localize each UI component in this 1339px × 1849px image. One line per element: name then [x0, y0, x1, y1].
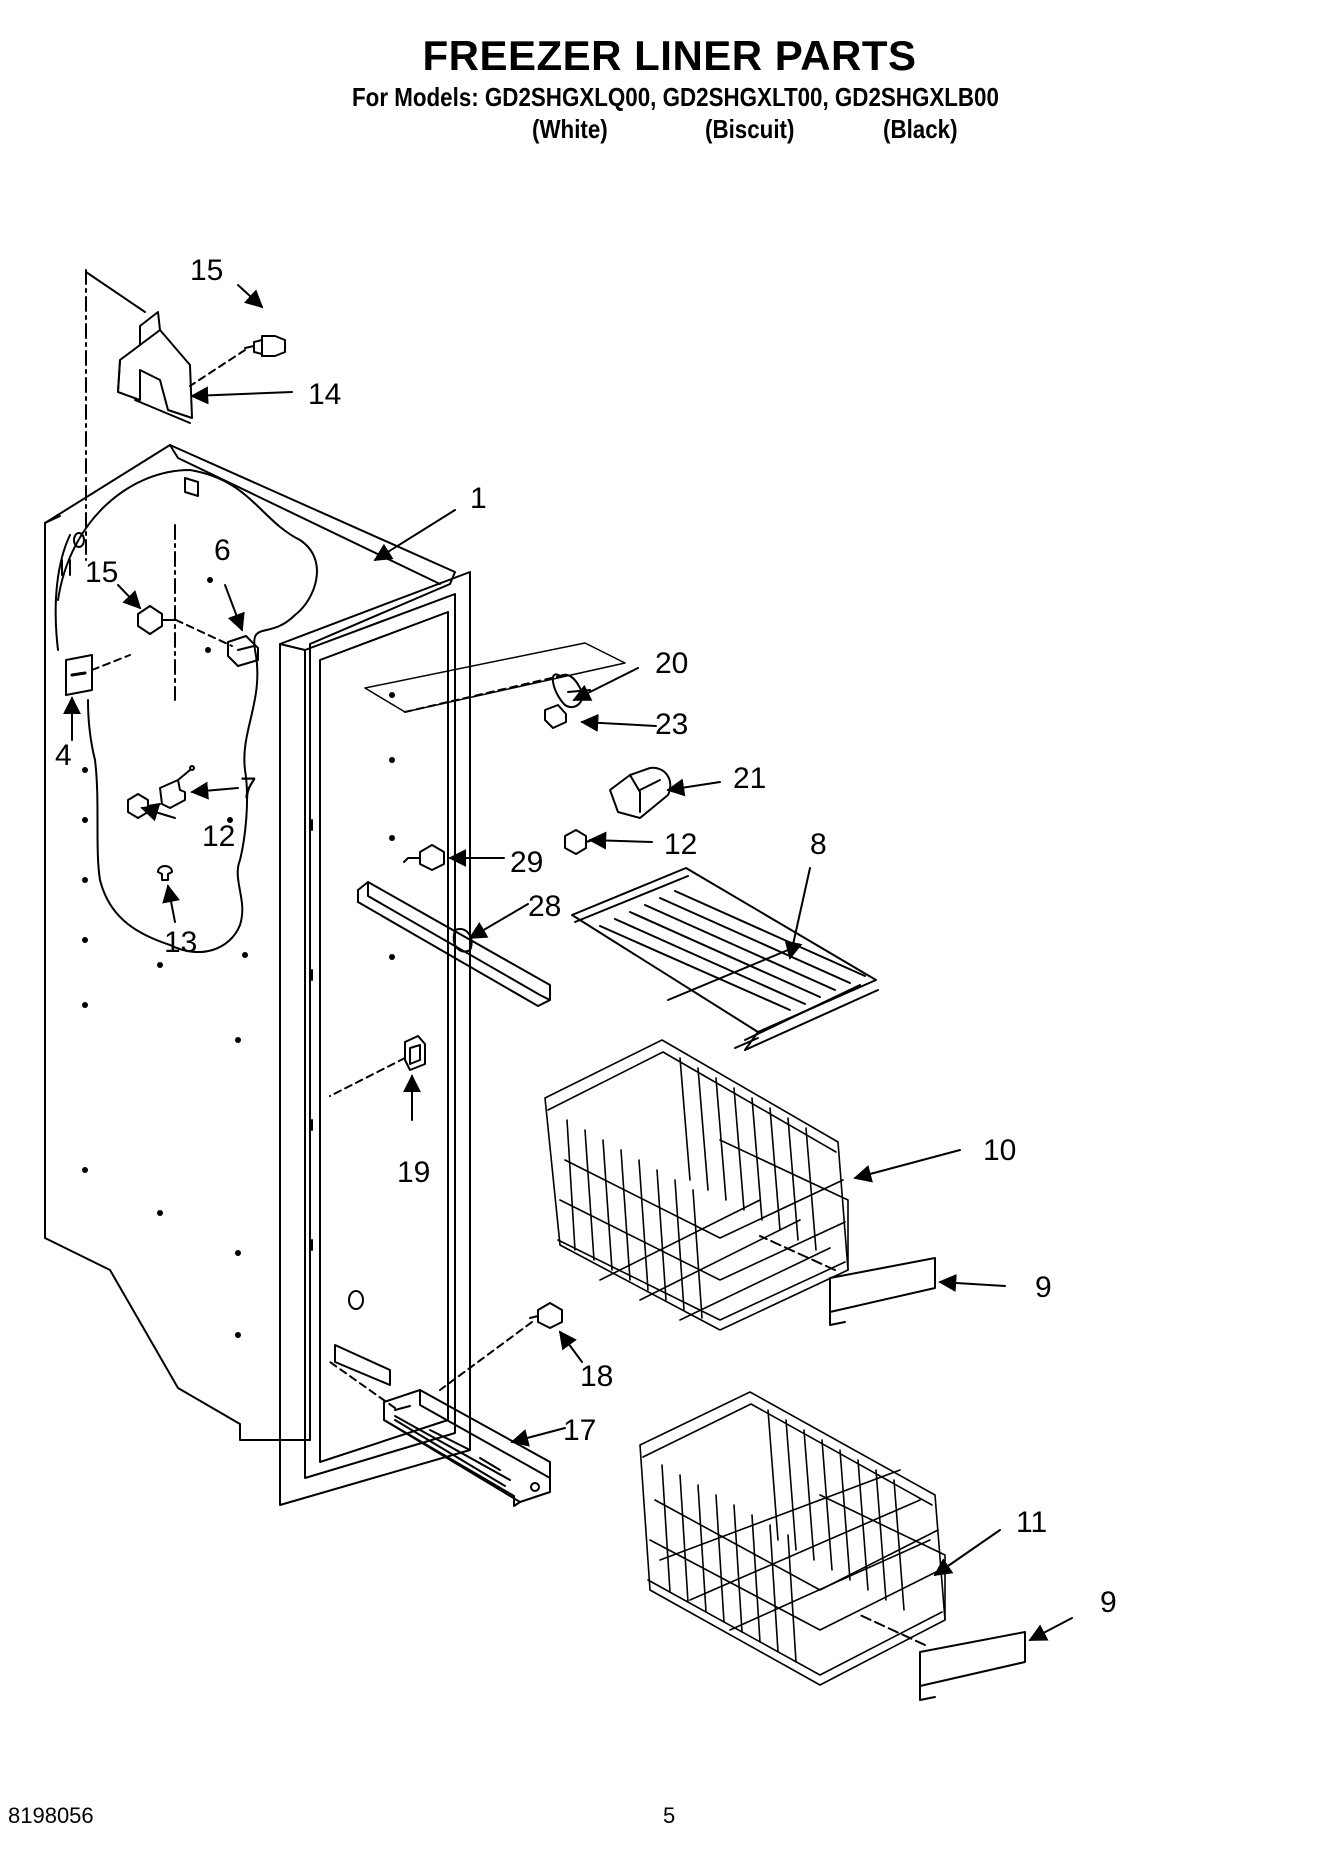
basket-11: [639, 1391, 946, 1686]
wire-shelf-8: [571, 867, 879, 1051]
callout-1: 1: [470, 482, 487, 515]
freezer-liner: [44, 444, 471, 1506]
basket-10: [544, 1039, 849, 1331]
screw-part-13: [157, 865, 173, 881]
callout-21: 21: [733, 762, 766, 795]
shelf-support-28: [357, 881, 551, 1007]
callout-14: 14: [308, 378, 341, 411]
callout-20: 20: [655, 647, 688, 680]
support-21: [609, 766, 672, 819]
callout-7: 7: [240, 772, 257, 805]
kick-grille-17: [383, 1389, 551, 1507]
callout-8: 8: [810, 828, 827, 861]
page-title: FREEZER LINER PARTS: [422, 32, 917, 79]
callout-29: 29: [510, 846, 543, 879]
callout-15-top: 15: [190, 254, 223, 287]
screw-29: [403, 844, 445, 871]
top-screw: [244, 335, 286, 357]
clip-part-6: [227, 635, 259, 667]
callout-9-upper: 9: [1035, 1271, 1052, 1304]
callout-23: 23: [655, 708, 688, 741]
nut-part-12a: [127, 793, 161, 819]
sensor-19: [404, 1035, 426, 1071]
models-line: For Models: GD2SHGXLQ00, GD2SHGXLT00, GD…: [352, 82, 999, 112]
variant-white: (White): [532, 114, 608, 144]
callout-11: 11: [1016, 1506, 1047, 1539]
callout-17: 17: [563, 1414, 596, 1447]
clip-part-7: [159, 765, 195, 809]
callout-15-mid: 15: [85, 556, 118, 589]
callout-4: 4: [55, 739, 72, 772]
basket-trim-9a: [829, 1257, 936, 1326]
callout-9-lower: 9: [1100, 1586, 1117, 1619]
callout-28: 28: [528, 890, 561, 923]
callout-12-left: 12: [202, 820, 235, 853]
variant-biscuit: (Biscuit): [705, 114, 795, 144]
label-plate: [364, 642, 626, 713]
callout-13: 13: [164, 926, 197, 959]
basket-trim-9b: [919, 1631, 1026, 1701]
mid-screw: [137, 605, 177, 635]
callout-6: 6: [214, 534, 231, 567]
callout-18: 18: [580, 1360, 613, 1393]
callout-12-right: 12: [664, 828, 697, 861]
fastener-20-23: [544, 673, 591, 729]
nut-part-12b: [564, 829, 601, 855]
callout-19: 19: [397, 1156, 430, 1189]
callout-10: 10: [983, 1134, 1016, 1167]
screw-18: [529, 1302, 563, 1329]
page-number: 5: [663, 1803, 676, 1828]
bracket-part-4: [65, 654, 93, 696]
top-bracket: [85, 271, 193, 424]
variant-black: (Black): [883, 114, 958, 144]
document-number: 8198056: [8, 1803, 94, 1828]
